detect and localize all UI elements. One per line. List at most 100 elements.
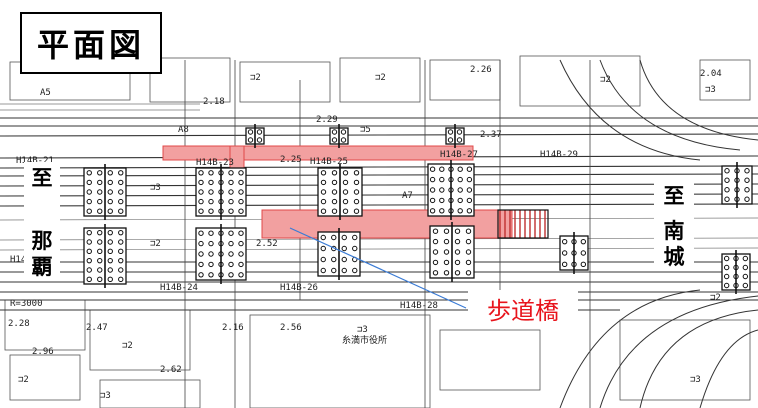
pile-circle: [247, 129, 254, 135]
elevation: 2.62: [160, 365, 182, 375]
parcel-code: ⊐2: [375, 73, 386, 83]
pile-circle: [238, 230, 244, 236]
pile-circle: [320, 189, 327, 195]
pile-circle: [561, 250, 568, 256]
pile-circle: [118, 267, 124, 273]
station-label: H14B-29: [540, 150, 578, 160]
pile-circle: [744, 187, 750, 193]
pile-circle: [107, 248, 113, 255]
pile-circle: [342, 198, 349, 205]
pile-circle: [331, 208, 338, 214]
pile-circle: [447, 129, 454, 135]
pile-circle: [723, 273, 730, 280]
pile-circle: [86, 239, 92, 245]
pile-circle: [443, 249, 450, 255]
pile-circle: [97, 208, 103, 214]
pile-circle: [107, 189, 113, 195]
pile-circle: [457, 197, 463, 204]
elevation: 2.04: [700, 69, 722, 79]
pile-circle: [118, 179, 124, 186]
elevation: 2.47: [86, 323, 108, 333]
pile-circle: [86, 276, 92, 283]
pile-circle: [86, 189, 92, 195]
pile-circle: [724, 196, 730, 202]
parcel-code: ⊐3: [705, 85, 716, 95]
pile-circle: [208, 198, 214, 205]
pile-circle: [320, 256, 326, 263]
pile-circle: [457, 208, 463, 214]
pile-circle: [432, 228, 439, 234]
pile-circle: [198, 251, 204, 257]
pile-circle: [107, 229, 113, 236]
pile-circle: [744, 168, 750, 174]
pile-circle: [331, 129, 338, 135]
pile-circle: [742, 282, 749, 289]
pile-circle: [331, 189, 338, 195]
pile-circle: [118, 276, 124, 283]
pile-circle: [208, 272, 214, 278]
pile-circle: [352, 267, 358, 274]
pile-circle: [561, 238, 568, 245]
parcel-code: ⊐2: [18, 375, 29, 385]
pile-circle: [320, 234, 326, 241]
pile-circle: [86, 198, 92, 205]
pile-circle: [723, 264, 730, 271]
pile-circle: [465, 270, 472, 276]
pile-circle: [97, 170, 103, 176]
pile-circle: [198, 272, 204, 278]
pile-circle: [256, 129, 263, 135]
pile-circle: [443, 259, 450, 266]
pile-circle: [465, 249, 472, 255]
pile-circle: [97, 239, 103, 245]
pile-circle: [439, 166, 445, 172]
pile-circle: [429, 176, 436, 183]
pile-circle: [466, 197, 473, 204]
page-title: 平面図: [20, 12, 162, 74]
elevation: 2.16: [222, 323, 244, 333]
pile-circle: [86, 179, 92, 186]
pile-circle: [457, 166, 463, 172]
pile-circle: [432, 249, 439, 255]
pile-circle: [86, 267, 92, 273]
pile-circle: [107, 257, 113, 264]
pile-circle: [97, 248, 103, 255]
pile-circle: [238, 170, 244, 176]
pile-circle: [208, 208, 214, 214]
pile-circle: [97, 276, 103, 283]
pile-circle: [198, 261, 204, 268]
pile-circle: [107, 276, 113, 283]
pile-circle: [340, 137, 347, 143]
parcel-code: A7: [402, 191, 413, 201]
pile-circle: [353, 189, 360, 195]
pile-circle: [432, 270, 439, 276]
parcel-code: ⊐3: [357, 325, 368, 335]
pile-circle: [466, 187, 473, 193]
curved-roads: [559, 59, 758, 408]
elevation: 2.26: [470, 65, 492, 75]
pile-circle: [238, 198, 244, 205]
pile-circle: [331, 267, 337, 274]
pile-circle: [208, 251, 214, 257]
pile-circle: [340, 129, 347, 135]
pile-circle: [107, 208, 113, 214]
pile-circle: [320, 245, 326, 252]
elevation: 2.52: [256, 239, 278, 249]
pile-circle: [118, 170, 124, 176]
pile-circle: [320, 170, 327, 176]
pile-circle: [320, 267, 326, 274]
pile-circle: [724, 187, 730, 193]
pile-circle: [228, 170, 234, 176]
pile-circle: [443, 238, 450, 245]
direction-prefix: 至: [663, 184, 685, 208]
pile-circle: [198, 170, 204, 176]
parcel-code: ⊐2: [150, 239, 161, 249]
pile-circle: [238, 272, 244, 278]
pile-circle: [208, 240, 214, 247]
pile-circle: [198, 230, 204, 236]
pile-circle: [228, 251, 234, 257]
pile-circle: [353, 170, 360, 176]
pile-circle: [228, 189, 234, 195]
pile-circle: [742, 255, 749, 262]
